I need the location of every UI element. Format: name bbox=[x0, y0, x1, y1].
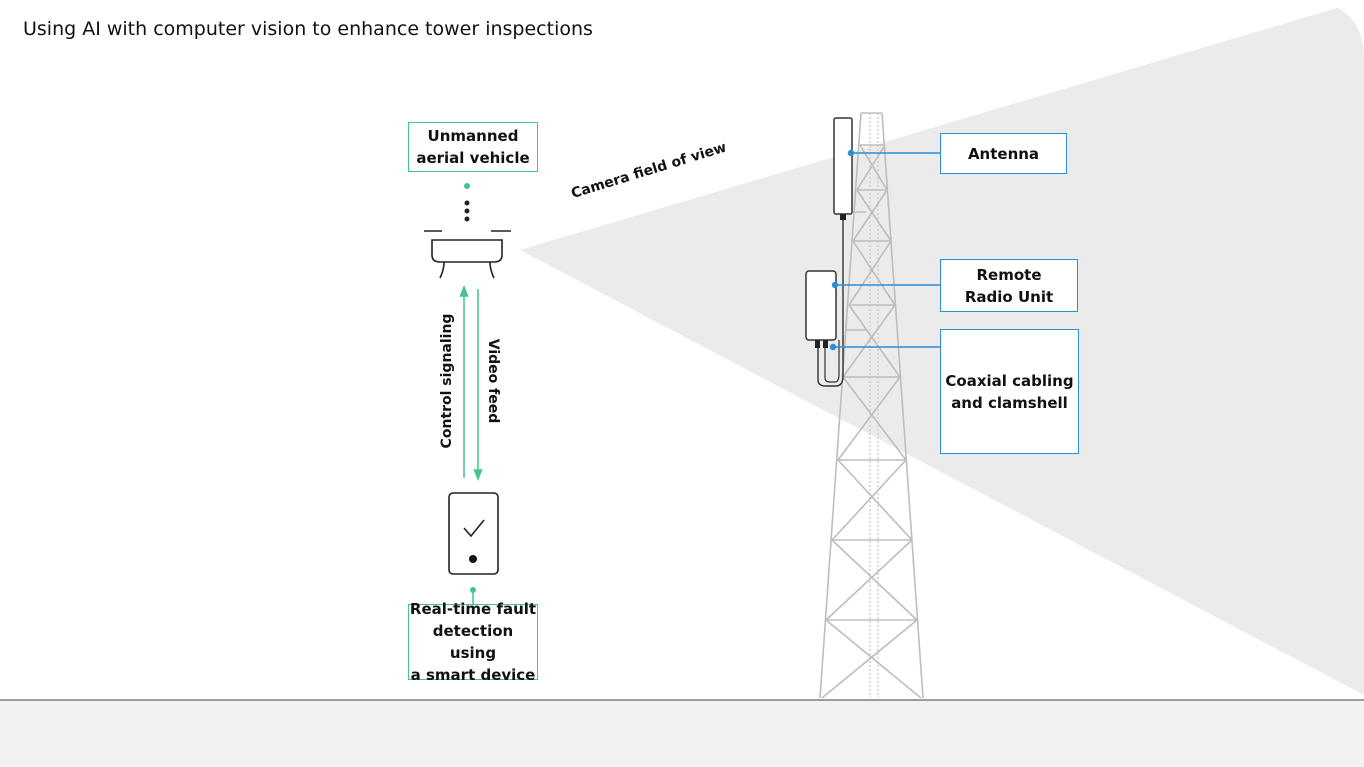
coax-label: Coaxial cabling and clamshell bbox=[940, 329, 1079, 454]
smart-device-label-line: Real-time fault bbox=[409, 600, 537, 618]
check-icon bbox=[463, 519, 485, 538]
page-title: Using AI with computer vision to enhance… bbox=[23, 18, 593, 40]
rru-label: Remote Radio Unit bbox=[940, 259, 1078, 312]
ground bbox=[0, 700, 1364, 767]
rru-connector-left bbox=[815, 340, 820, 348]
uav-label-line: aerial vehicle bbox=[416, 149, 530, 167]
antenna-label: Antenna bbox=[940, 133, 1067, 174]
uav-label: Unmanned aerial vehicle bbox=[408, 122, 538, 172]
antenna-unit bbox=[833, 117, 853, 215]
video-feed-label: Video feed bbox=[485, 338, 501, 424]
rru-label-line: Radio Unit bbox=[964, 287, 1054, 306]
backdrop-edge bbox=[1300, 0, 1364, 60]
signal-arrows bbox=[459, 284, 483, 482]
smart-device-label: Real-time fault detection using a smart … bbox=[408, 600, 538, 684]
drone-icon bbox=[424, 230, 511, 279]
coax-label-line: and clamshell bbox=[951, 393, 1068, 412]
ellipsis-dots bbox=[464, 200, 470, 222]
rru-unit bbox=[805, 270, 837, 341]
coax-label-line: Coaxial cabling bbox=[945, 371, 1074, 390]
uav-label-line: Unmanned bbox=[427, 127, 519, 145]
rru-label-line: Remote bbox=[976, 265, 1042, 284]
phone-home-dot bbox=[469, 555, 477, 563]
smart-device-label-line: a smart device bbox=[410, 666, 536, 684]
antenna-connector bbox=[840, 214, 846, 220]
coax-cable bbox=[817, 272, 844, 387]
tower bbox=[819, 112, 924, 699]
control-signaling-label: Control signaling bbox=[439, 313, 455, 449]
rru-connector-right bbox=[823, 340, 828, 348]
smart-device-label-line: detection using bbox=[432, 622, 514, 662]
blue-leaders bbox=[829, 149, 940, 351]
coax-cable-inner bbox=[824, 340, 840, 383]
antenna-label-line: Antenna bbox=[967, 144, 1040, 163]
uav-connector-dot bbox=[464, 183, 470, 189]
